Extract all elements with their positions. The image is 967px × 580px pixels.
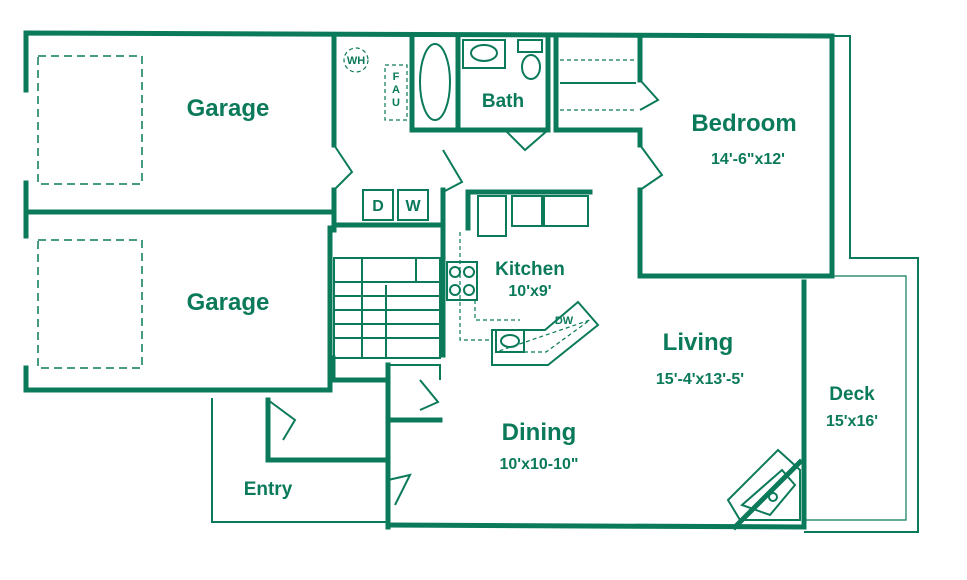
living-label: Living bbox=[663, 329, 734, 356]
utility-room bbox=[331, 47, 464, 231]
deck-outline bbox=[803, 35, 919, 533]
deck-label: Deck bbox=[829, 384, 875, 405]
kitchen-size: 10'x9' bbox=[508, 283, 551, 300]
garage-top-label: Garage bbox=[187, 95, 270, 122]
entry-walls bbox=[211, 364, 443, 523]
furnace-label-a: A bbox=[392, 84, 400, 96]
dining-label: Dining bbox=[502, 419, 577, 446]
dishwasher-label: DW bbox=[555, 315, 574, 327]
bedroom-label: Bedroom bbox=[691, 110, 796, 137]
fireplace bbox=[726, 448, 804, 531]
living-size: 15'-4'x13'-5' bbox=[656, 371, 744, 388]
kitchen-walls bbox=[440, 189, 600, 366]
water-heater-label: WH bbox=[347, 55, 365, 67]
dining-size: 10'x10-10" bbox=[499, 456, 578, 473]
stairs bbox=[327, 257, 441, 383]
kitchen-label: Kitchen bbox=[495, 259, 565, 280]
washer-label: W bbox=[405, 198, 421, 215]
exterior-walls bbox=[23, 30, 835, 530]
entry-label: Entry bbox=[244, 479, 293, 500]
closet-walls bbox=[553, 33, 643, 133]
deck-size: 15'x16' bbox=[826, 413, 878, 430]
bath-walls bbox=[409, 33, 551, 152]
furnace-label-f: F bbox=[393, 71, 400, 83]
furnace-label-u: U bbox=[392, 97, 400, 109]
garage-bottom-label: Garage bbox=[187, 289, 270, 316]
bath-label: Bath bbox=[482, 91, 524, 112]
dryer-label: D bbox=[372, 198, 384, 215]
bedroom-walls bbox=[637, 33, 835, 279]
garage-walls bbox=[23, 33, 354, 369]
bedroom-size: 14'-6"x12' bbox=[711, 151, 785, 168]
